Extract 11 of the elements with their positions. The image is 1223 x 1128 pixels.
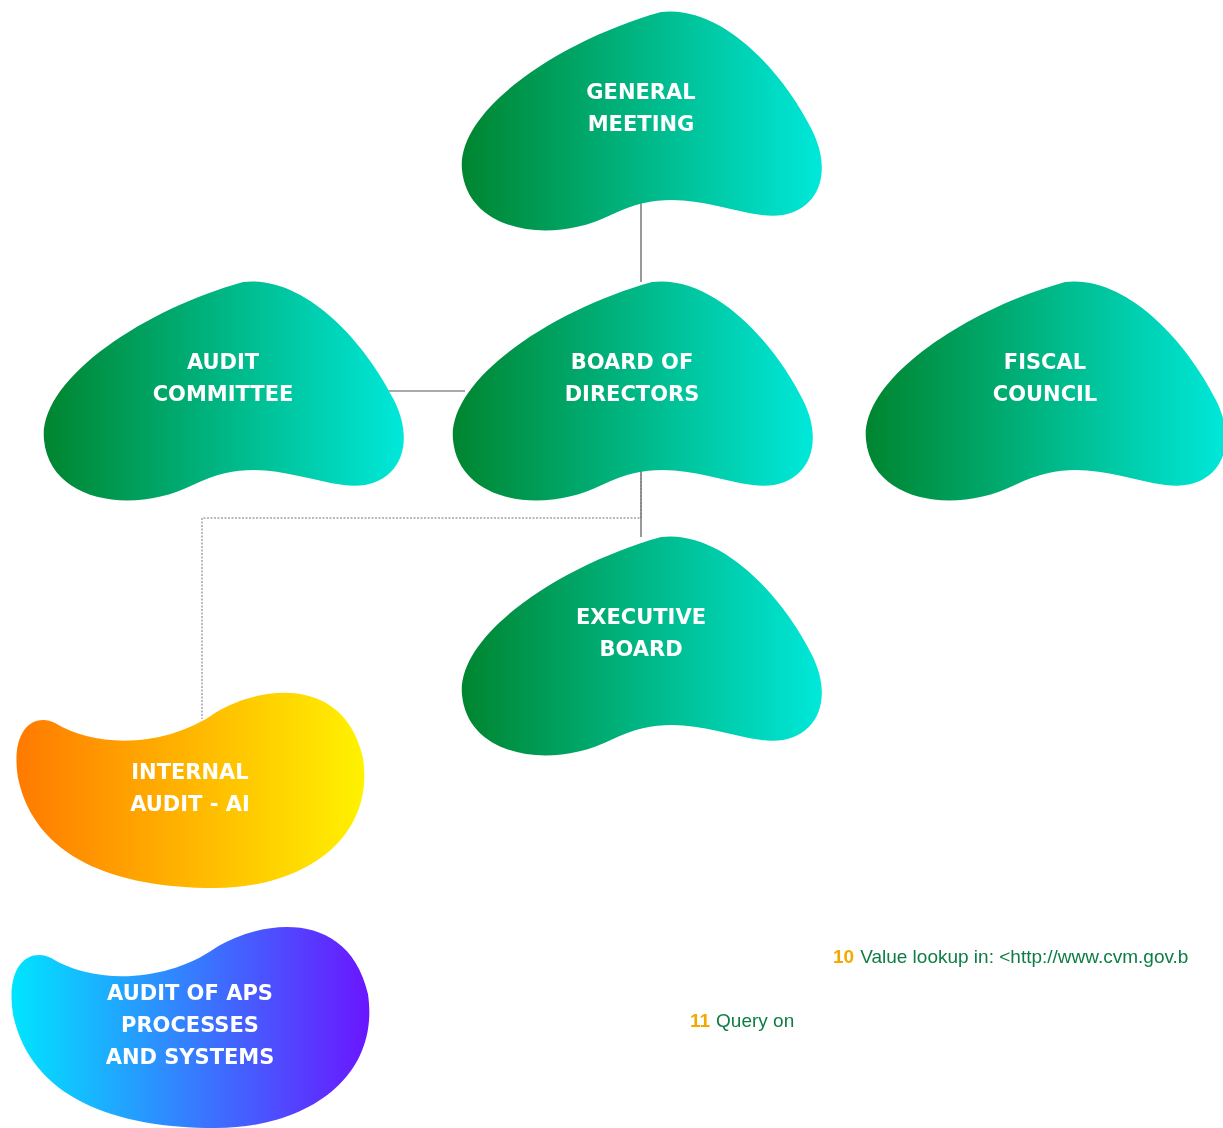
unit-label: GENERAL MEETING (585, 78, 697, 138)
unit-label: AUDIT COMMITTEE (151, 348, 295, 408)
unit-label: AUDIT OF APS PROCESSES AND SYSTEMS (104, 980, 276, 1071)
footnote-text: Value lookup in: <http://www.cvm.gov.b (860, 946, 1189, 968)
unit-label: EXECUTIVE BOARD (574, 603, 708, 663)
unit-label: FISCAL COUNCIL (991, 348, 1099, 408)
footnote-number: 10 (833, 946, 855, 968)
unit-label: INTERNAL AUDIT - AI (129, 759, 251, 818)
footnote-number: 11 (690, 1010, 711, 1032)
unit-label: BOARD OF DIRECTORS (563, 348, 701, 408)
footnote-text: Query on (716, 1010, 795, 1032)
